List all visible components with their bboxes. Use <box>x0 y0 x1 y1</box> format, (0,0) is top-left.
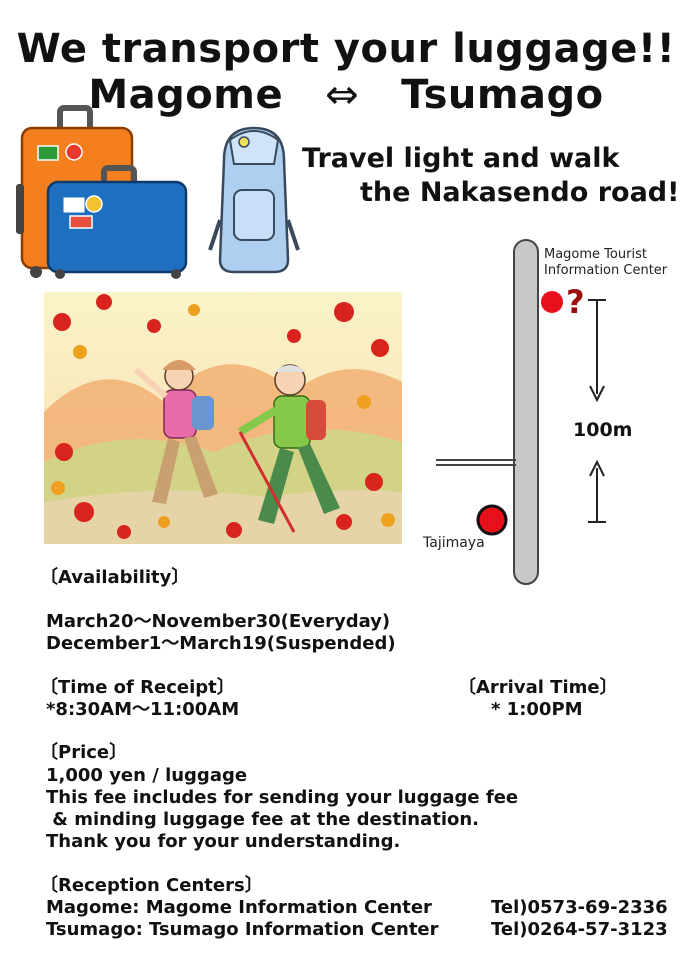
price-line3: & minding luggage fee at the destination… <box>46 809 480 830</box>
route-arrow: ⇔ <box>325 72 360 118</box>
tajimaya-label: Tajimaya <box>423 535 485 551</box>
hiker-woman <box>134 360 218 504</box>
tagline-line1: Travel light and walk <box>302 143 620 174</box>
tajimaya-marker <box>476 504 508 536</box>
price-line1: 1,000 yen / luggage <box>46 765 248 786</box>
main-road <box>513 239 539 585</box>
reception-center-magome: Magome: Magome Information Center <box>46 897 432 918</box>
info-center-label-line2: Information Center <box>544 263 668 278</box>
receipt-heading: 〔Time of Receipt〕 <box>40 677 235 698</box>
route-from: Magome <box>88 72 284 118</box>
receipt-time: *8:30AM～11:00AM <box>46 699 240 720</box>
arrival-time: * 1:00PM <box>491 699 583 720</box>
sticker-icon <box>65 143 83 161</box>
backpack-illustration <box>208 126 300 274</box>
info-center-marker <box>541 291 563 313</box>
arrival-heading: 〔Arrival Time〕 <box>458 677 618 698</box>
reception-tel-magome: Tel)0573-69-2336 <box>491 897 668 918</box>
page-title: We transport your luggage!! <box>16 26 676 72</box>
tagline-line2: the Nakasendo road! <box>360 177 680 208</box>
sticker-icon <box>69 215 93 229</box>
availability-heading: 〔Availability〕 <box>40 567 190 588</box>
price-heading: 〔Price〕 <box>40 742 128 763</box>
availability-line2: December1～March19(Suspended) <box>46 633 396 654</box>
sticker-icon <box>37 145 59 161</box>
blue-suitcase <box>46 180 188 274</box>
route-to: Tsumago <box>401 72 604 118</box>
availability-line1: March20～November30(Everyday) <box>46 611 391 632</box>
reception-tel-tsumago: Tel)0264-57-3123 <box>491 919 668 940</box>
distance-label: 100m <box>573 419 633 441</box>
info-center-label-line1: Magome Tourist <box>544 247 647 262</box>
question-mark-icon: ? <box>566 283 585 321</box>
hiker-man <box>237 364 340 533</box>
reception-center-tsumago: Tsumago: Tsumago Information Center <box>46 919 439 940</box>
price-line2: This fee includes for sending your lugga… <box>46 787 519 808</box>
autumn-hikers-illustration <box>44 292 402 544</box>
reception-heading: 〔Reception Centers〕 <box>40 875 263 896</box>
route-title: Magome ⇔ Tsumago <box>0 73 692 117</box>
price-line4: Thank you for your understanding. <box>46 831 401 852</box>
sticker-icon <box>85 195 103 213</box>
route-map <box>436 239 606 585</box>
suitcases-illustration <box>16 105 188 279</box>
